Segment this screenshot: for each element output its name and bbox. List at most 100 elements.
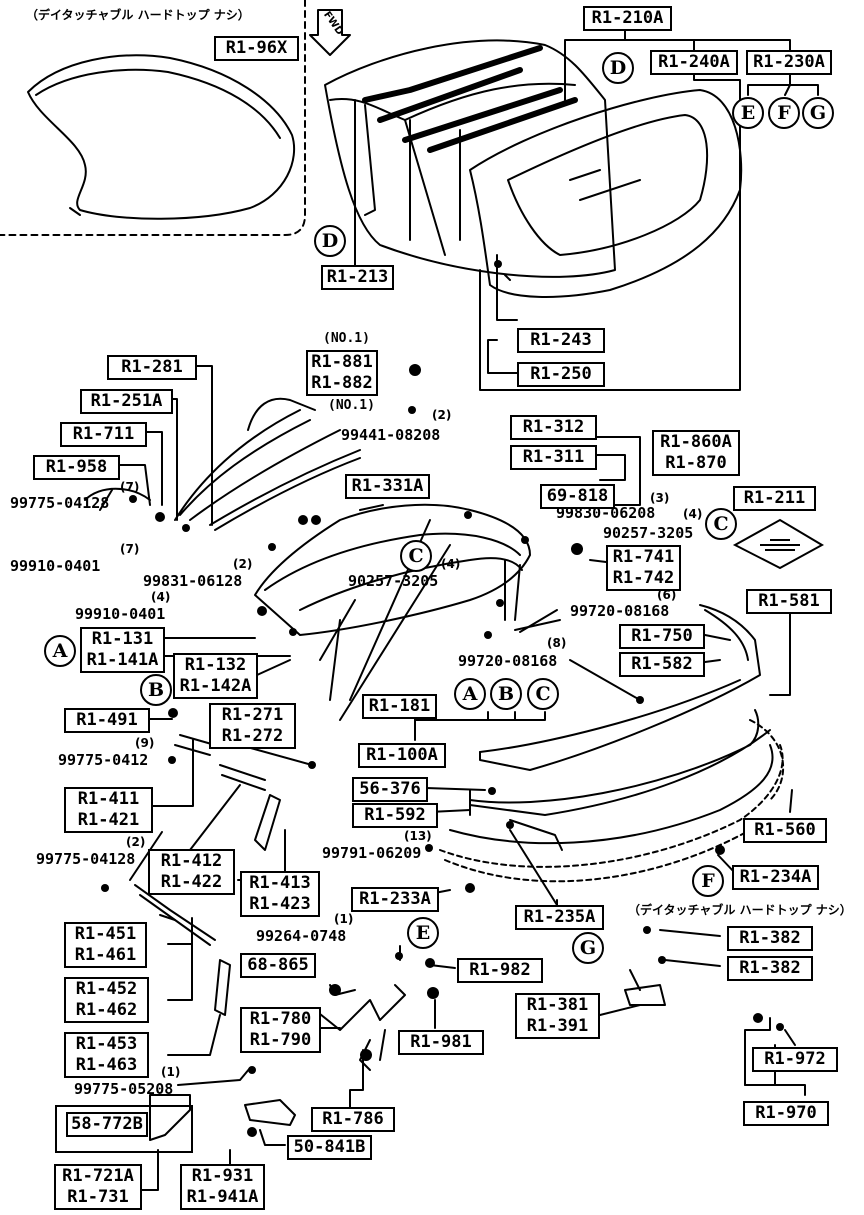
label-r1-96x[interactable]: R1-96X <box>214 36 299 61</box>
label-r1-581[interactable]: R1-581 <box>746 589 832 614</box>
qty-8: (8) <box>547 636 567 650</box>
partno-90257-3205-right[interactable]: 90257-3205 <box>603 524 694 542</box>
label-r1-132-r1-142a[interactable]: R1-132 R1-142A <box>173 653 258 699</box>
label-r1-230a[interactable]: R1-230A <box>746 50 832 75</box>
label-r1-100a[interactable]: R1-100A <box>358 743 446 768</box>
ref-circle-d-top[interactable]: D <box>602 52 634 84</box>
label-r1-491[interactable]: R1-491 <box>64 708 150 733</box>
ref-circle-c-right[interactable]: C <box>705 508 737 540</box>
label-50-841b[interactable]: 50-841B <box>287 1135 372 1160</box>
qty-no1-upper: (NO.1) <box>323 331 370 346</box>
partno-99831-06128[interactable]: 99831-06128 <box>143 572 243 590</box>
partno-99775-04128-upper[interactable]: 99775-04128 <box>10 494 110 512</box>
label-r1-312[interactable]: R1-312 <box>510 415 597 440</box>
label-r1-931-r1-941a[interactable]: R1-931 R1-941A <box>180 1164 265 1210</box>
partno-99910-0401-upper[interactable]: 99910-0401 <box>10 557 101 575</box>
label-r1-881-r1-882[interactable]: R1-881 R1-882 <box>306 350 378 396</box>
label-r1-211[interactable]: R1-211 <box>733 486 816 511</box>
ref-circle-b-left[interactable]: B <box>140 674 172 706</box>
partno-90257-3205-mid[interactable]: 90257-3205 <box>348 572 439 590</box>
label-r1-382-lower[interactable]: R1-382 <box>727 956 813 981</box>
label-r1-131: R1-131 <box>91 629 154 649</box>
label-r1-331a[interactable]: R1-331A <box>345 474 430 499</box>
label-r1-413-r1-423[interactable]: R1-413 R1-423 <box>240 871 320 917</box>
ref-circle-g-top[interactable]: G <box>802 97 834 129</box>
label-r1-381-r1-391[interactable]: R1-381 R1-391 <box>515 993 600 1039</box>
qty-3: (3) <box>650 491 670 505</box>
ref-circle-f-low[interactable]: F <box>692 865 724 897</box>
partno-99775-05208[interactable]: 99775-05208 <box>74 1080 174 1098</box>
label-r1-141a: R1-141A <box>86 650 159 670</box>
label-r1-592[interactable]: R1-592 <box>352 803 438 828</box>
label-r1-970[interactable]: R1-970 <box>743 1101 829 1126</box>
partno-99791-06209[interactable]: 99791-06209 <box>322 844 422 862</box>
label-r1-131-r1-141a[interactable]: R1-131 R1-141A <box>80 627 165 673</box>
label-r1-233a[interactable]: R1-233A <box>351 887 439 912</box>
ref-circle-c-mid2[interactable]: C <box>527 678 559 710</box>
partno-99720-08168-lower[interactable]: 99720-08168 <box>458 652 558 670</box>
label-r1-412-r1-422[interactable]: R1-412 R1-422 <box>148 849 235 895</box>
label-r1-582[interactable]: R1-582 <box>619 652 705 677</box>
label-r1-213[interactable]: R1-213 <box>321 265 394 290</box>
label-r1-958[interactable]: R1-958 <box>33 455 120 480</box>
label-r1-382-upper[interactable]: R1-382 <box>727 926 813 951</box>
partno-99264-0748[interactable]: 99264-0748 <box>256 927 347 945</box>
label-58-772b[interactable]: 58-772B <box>66 1112 148 1137</box>
label-r1-860a-r1-870[interactable]: R1-860A R1-870 <box>652 430 740 476</box>
label-r1-982[interactable]: R1-982 <box>457 958 543 983</box>
label-r1-411-r1-421[interactable]: R1-411 R1-421 <box>64 787 153 833</box>
label-r1-741-r1-742[interactable]: R1-741 R1-742 <box>606 545 681 591</box>
ref-circle-a-left[interactable]: A <box>44 635 76 667</box>
partno-99775-0412[interactable]: 99775-0412 <box>58 751 149 769</box>
ref-circle-a-mid[interactable]: A <box>454 678 486 710</box>
box-58-772b-group <box>55 1105 193 1153</box>
partno-99910-0401-lower[interactable]: 99910-0401 <box>75 605 166 623</box>
ref-circle-f-top[interactable]: F <box>768 97 800 129</box>
qty-2-bolt: (2) <box>233 557 253 571</box>
ref-circle-d-left[interactable]: D <box>314 225 346 257</box>
label-r1-240a[interactable]: R1-240A <box>650 50 738 75</box>
partno-99830-06208[interactable]: 99830-06208 <box>556 504 656 522</box>
label-r1-452-r1-462[interactable]: R1-452 R1-462 <box>64 977 149 1023</box>
label-r1-780-r1-790[interactable]: R1-780 R1-790 <box>240 1007 321 1053</box>
ref-circle-e-low[interactable]: E <box>407 917 439 949</box>
label-r1-250[interactable]: R1-250 <box>517 362 605 387</box>
label-r1-711[interactable]: R1-711 <box>60 422 147 447</box>
label-r1-234a[interactable]: R1-234A <box>732 865 819 890</box>
label-r1-453-r1-463[interactable]: R1-453 R1-463 <box>64 1032 149 1078</box>
hardtop-area-divider <box>0 0 306 236</box>
label-r1-281[interactable]: R1-281 <box>107 355 197 380</box>
label-r1-786[interactable]: R1-786 <box>311 1107 395 1132</box>
label-68-865[interactable]: 68-865 <box>240 953 316 978</box>
ref-circle-c-mid[interactable]: C <box>400 540 432 572</box>
partno-99720-08168-upper[interactable]: 99720-08168 <box>570 602 670 620</box>
label-r1-463: R1-463 <box>75 1055 138 1075</box>
label-r1-721a-r1-731[interactable]: R1-721A R1-731 <box>54 1164 142 1210</box>
ref-circle-g-low[interactable]: G <box>572 932 604 964</box>
soft-top-outline <box>324 39 616 278</box>
label-r1-243[interactable]: R1-243 <box>517 328 605 353</box>
label-56-376[interactable]: 56-376 <box>352 777 428 802</box>
label-r1-750[interactable]: R1-750 <box>619 624 705 649</box>
side-rail-upper <box>84 487 151 501</box>
ref-circle-e-top[interactable]: E <box>732 97 764 129</box>
label-r1-560[interactable]: R1-560 <box>743 818 827 843</box>
partno-99441-08208[interactable]: 99441-08208 <box>341 426 441 444</box>
qty-4-left: (4) <box>151 590 171 604</box>
label-r1-451-r1-461[interactable]: R1-451 R1-461 <box>64 922 147 968</box>
label-r1-181[interactable]: R1-181 <box>362 694 437 719</box>
partno-99775-04128-lower[interactable]: 99775-04128 <box>36 850 136 868</box>
label-r1-251a[interactable]: R1-251A <box>80 389 173 414</box>
label-69-818[interactable]: 69-818 <box>540 484 615 509</box>
qty-1-lower: (1) <box>161 1065 181 1079</box>
detachable-hardtop-note-bottom: （デイタッチャブル ハードトップ ナシ） <box>628 903 852 917</box>
label-r1-311[interactable]: R1-311 <box>510 445 597 470</box>
label-r1-981[interactable]: R1-981 <box>398 1030 484 1055</box>
label-r1-731: R1-731 <box>67 1187 129 1207</box>
label-r1-235a[interactable]: R1-235A <box>515 905 604 930</box>
label-r1-972[interactable]: R1-972 <box>752 1047 838 1072</box>
ref-circle-b-mid[interactable]: B <box>490 678 522 710</box>
label-r1-210a[interactable]: R1-210A <box>583 6 672 31</box>
label-r1-271-r1-272[interactable]: R1-271 R1-272 <box>209 703 296 749</box>
label-r1-132: R1-132 <box>184 655 247 675</box>
